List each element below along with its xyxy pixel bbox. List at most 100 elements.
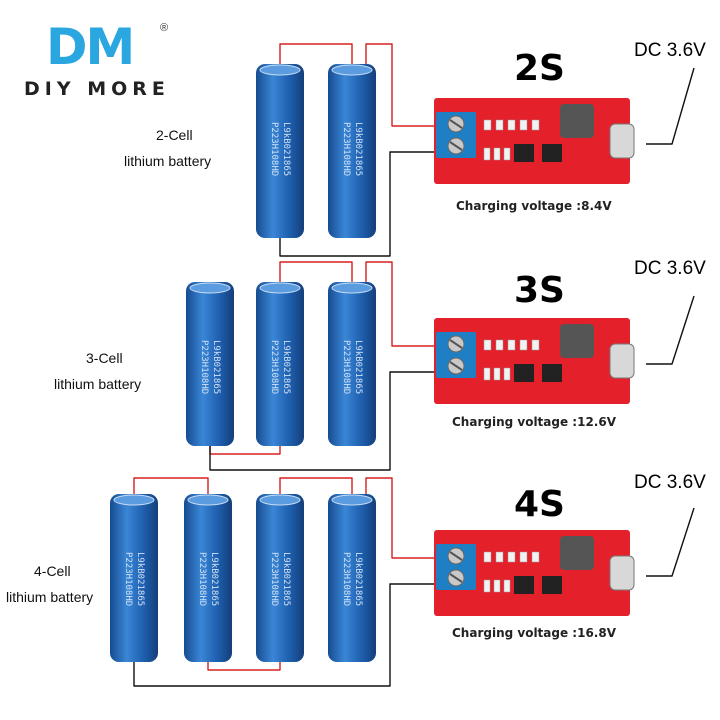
battery-body [328,494,376,662]
battery-print-line: P223H108HD [341,122,351,176]
smd-component [503,579,511,593]
battery-print: L9kB021865P223H108HD [341,122,363,176]
smd-component [507,551,516,563]
battery-cell: L9kB021865P223H108HD [328,282,376,446]
battery-body [256,282,304,446]
stage-label-4s: 4S [514,484,565,525]
smd-component [495,339,504,351]
smd-component [483,367,491,381]
screw-terminal [436,544,476,590]
dc-input-wire [646,67,695,145]
battery-print: L9kB021865P223H108HD [197,552,219,606]
dc-input-wire [646,295,695,365]
brand-name: DIY MORE [24,78,170,100]
input-voltage-3s: DC 3.6V [634,258,706,279]
battery-print-line: P223H108HD [269,340,279,394]
smd-component [483,147,491,161]
charging-voltage-2s: Charging voltage :8.4V [456,199,612,213]
battery-body [184,494,232,662]
battery-print-line: L9kB021865 [353,122,363,176]
inductor [560,536,594,570]
red-wire-to-board [365,477,436,559]
battery-positive-cap [189,282,231,294]
ic-chip [542,144,562,162]
battery-print-line: L9kB021865 [353,340,363,394]
ic-chip [514,364,534,382]
red-wire [209,446,281,455]
smd-component [531,551,540,563]
screw-slot [449,141,463,151]
battery-print: L9kB021865P223H108HD [199,340,221,394]
ic-chip [542,576,562,594]
smd-component [483,551,492,563]
battery-print: L9kB021865P223H108HD [269,340,291,394]
battery-positive-cap [113,494,155,506]
smd-component [495,551,504,563]
smd-component [531,339,540,351]
battery-body [328,64,376,238]
battery-cell: L9kB021865P223H108HD [256,64,304,238]
ic-chip [514,144,534,162]
battery-print-line: L9kB021865 [353,552,363,606]
charger-board [434,318,635,404]
red-wire-to-board [365,43,436,127]
battery-print-line: L9kB021865 [281,552,291,606]
battery-positive-cap [331,282,373,294]
battery-print: L9kB021865P223H108HD [341,552,363,606]
battery-cell: L9kB021865P223H108HD [110,494,158,662]
battery-positive-cap [259,282,301,294]
inductor [560,324,594,358]
battery-body [256,64,304,238]
smd-component [483,579,491,593]
battery-print-line: L9kB021865 [209,552,219,606]
charger-board [434,530,635,616]
cell-type-label-2s: lithium battery [124,153,212,169]
charger-board [434,98,635,184]
black-wire-to-board [279,151,436,257]
screw-slot [449,361,463,371]
battery-positive-cap [259,494,301,506]
battery-print-line: P223H108HD [199,340,209,394]
smd-component [493,147,501,161]
battery-print-line: L9kB021865 [135,552,145,606]
red-wire [279,261,353,282]
stage-label-3s: 3S [514,270,565,311]
battery-body [256,494,304,662]
smd-component [519,119,528,131]
usb-c-port [609,343,635,379]
screw-slot [449,339,463,349]
battery-body [110,494,158,662]
battery-print-line: P223H108HD [341,552,351,606]
ic-chip [542,364,562,382]
battery-body [186,282,234,446]
input-voltage-4s: DC 3.6V [634,472,706,493]
battery-positive-cap [187,494,229,506]
cell-count-label-3s: 3-Cell [86,350,123,366]
ic-chip [514,576,534,594]
battery-print-line: P223H108HD [197,552,207,606]
cell-type-label-3s: lithium battery [54,376,142,392]
battery-body [328,282,376,446]
red-wire [279,43,353,64]
smd-component [531,119,540,131]
battery-cell: L9kB021865P223H108HD [184,494,232,662]
inductor [560,104,594,138]
battery-cell: L9kB021865P223H108HD [256,282,304,446]
charging-voltage-4s: Charging voltage :16.8V [452,626,616,640]
screw-slot [449,551,463,561]
battery-print-line: P223H108HD [123,552,133,606]
screw-slot [449,119,463,129]
battery-positive-cap [331,494,373,506]
battery-print-line: L9kB021865 [211,340,221,394]
red-wire-to-board [365,261,436,347]
battery-print: L9kB021865P223H108HD [341,340,363,394]
smd-component [493,367,501,381]
screw-terminal [436,112,476,158]
input-voltage-2s: DC 3.6V [634,40,706,61]
dc-input-wire [646,507,695,577]
cell-count-label-2s: 2-Cell [156,127,193,143]
smd-component [519,551,528,563]
black-wire-to-board [209,371,436,471]
smd-component [483,339,492,351]
